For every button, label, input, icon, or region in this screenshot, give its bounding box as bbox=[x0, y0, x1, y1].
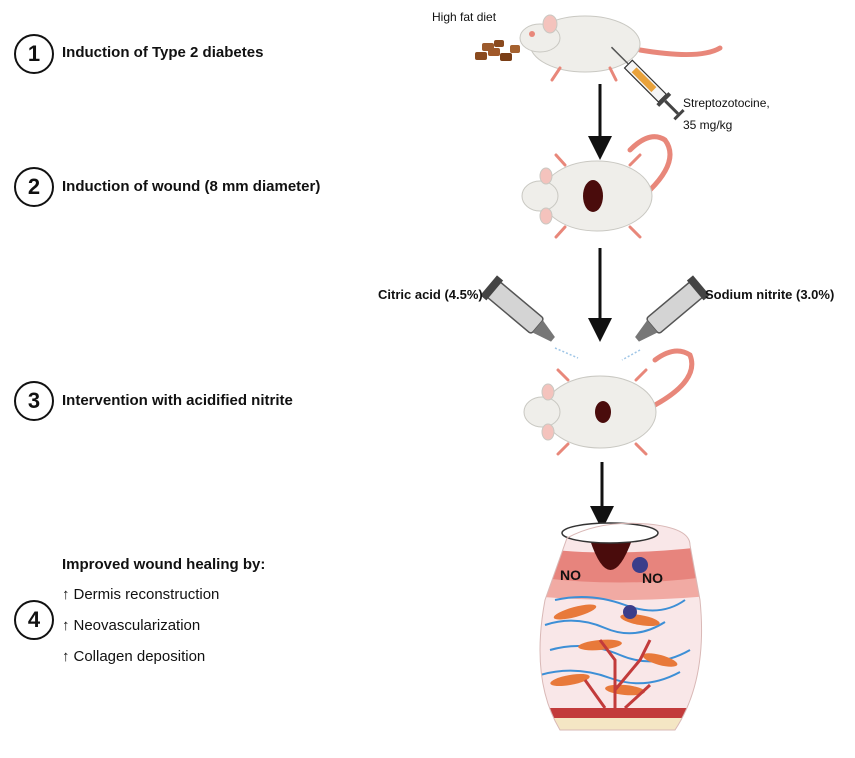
label-stz-dose: 35 mg/kg bbox=[683, 118, 732, 132]
label-streptozotocine: Streptozotocine, bbox=[683, 96, 770, 110]
label-high-fat-diet: High fat diet bbox=[432, 10, 496, 24]
tissue-section-icon bbox=[520, 520, 720, 743]
label-citric-acid: Citric acid (4.5%) bbox=[378, 287, 483, 302]
wound-small-icon bbox=[595, 401, 611, 423]
wound-icon bbox=[583, 180, 603, 212]
food-pellets-icon bbox=[475, 40, 520, 61]
tube-sodium-nitrite-icon bbox=[629, 275, 710, 349]
rat-treated-icon bbox=[524, 351, 692, 454]
rat-wound-icon bbox=[522, 137, 670, 237]
label-no-left: NO bbox=[560, 567, 581, 583]
tube-citric-acid-icon bbox=[480, 275, 561, 349]
label-sodium-nitrite: Sodium nitrite (3.0%) bbox=[705, 287, 834, 302]
label-no-right: NO bbox=[642, 570, 663, 586]
rat-top-icon bbox=[520, 15, 720, 80]
